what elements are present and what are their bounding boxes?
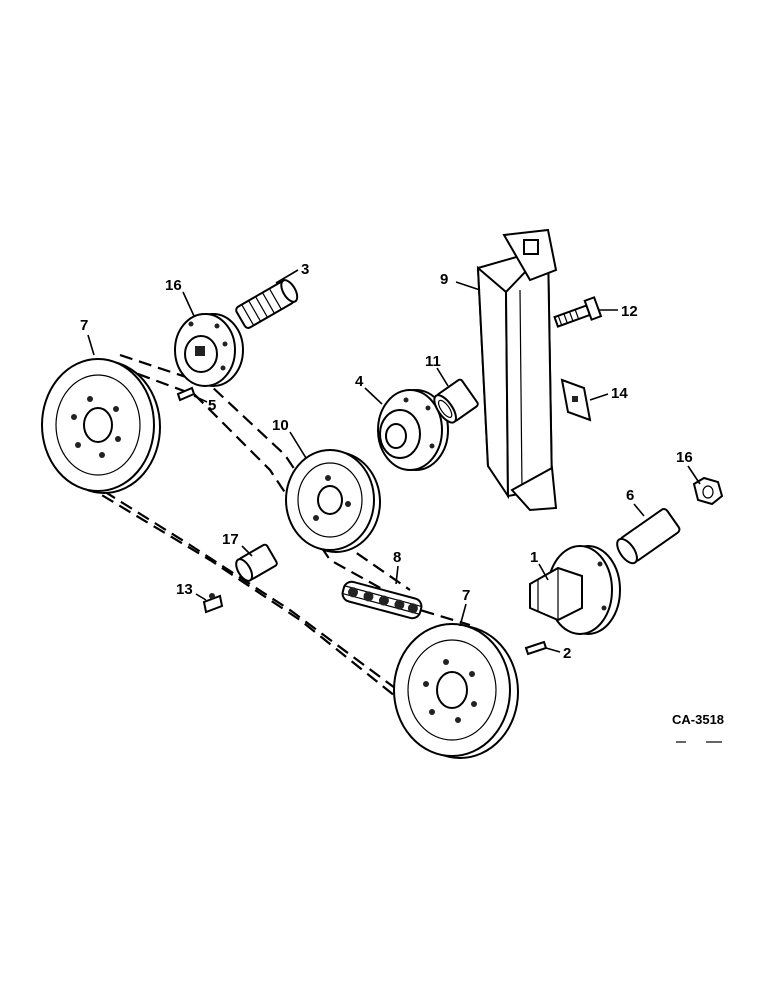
cotter-pin-icon: [524, 640, 548, 656]
callout-4: 4: [355, 373, 364, 390]
leader-lines: [87, 269, 701, 653]
splined-sleeve-icon: [433, 378, 479, 424]
roller-chain-icon: [341, 580, 423, 620]
callout-12: 12: [621, 303, 638, 320]
hex-hub-icon: [529, 545, 621, 635]
lube-fitting-icon: [202, 593, 224, 614]
drawing-code-label: CA-3518: [672, 712, 724, 727]
large-sprocket-icon: [393, 623, 519, 759]
callout-8: 8: [393, 549, 401, 566]
nut-icon: [692, 476, 724, 506]
callout-10: 10: [272, 417, 289, 434]
pin-icon: [176, 386, 196, 402]
bolt-icon: [553, 296, 603, 328]
callout-2: 2: [563, 645, 571, 662]
channel-bracket-icon: [476, 228, 558, 512]
drawing-code: CA-3518: [672, 712, 724, 743]
callout-13: 13: [176, 581, 193, 598]
callout-16: 16: [676, 449, 693, 466]
callout-3: 3: [301, 261, 309, 278]
small-sprocket-icon: [285, 449, 381, 553]
flanged-hub-icon: [377, 389, 449, 471]
callout-17: 16: [165, 277, 182, 294]
callout-7-left: 7: [80, 317, 88, 334]
callout-9: 9: [440, 271, 448, 288]
callout-15: 17: [222, 531, 239, 548]
callout-1: 1: [530, 549, 538, 566]
callout-11: 11: [425, 353, 441, 370]
callout-7-right: 7: [462, 587, 470, 604]
callout-14: 14: [611, 385, 628, 402]
bushing-icon: [616, 508, 681, 565]
callout-labels: 7 16 3 5 10 4 11 9 12 14 16 6 1 2 8 7 17…: [80, 261, 693, 662]
callout-5: 5: [208, 397, 216, 414]
large-sprocket-icon: [41, 358, 161, 494]
spring-sleeve-icon: [235, 279, 299, 329]
spacer-icon: [235, 543, 278, 582]
callout-6: 6: [626, 487, 634, 504]
hub-icon: [174, 313, 244, 387]
square-washer-icon: [560, 378, 592, 422]
